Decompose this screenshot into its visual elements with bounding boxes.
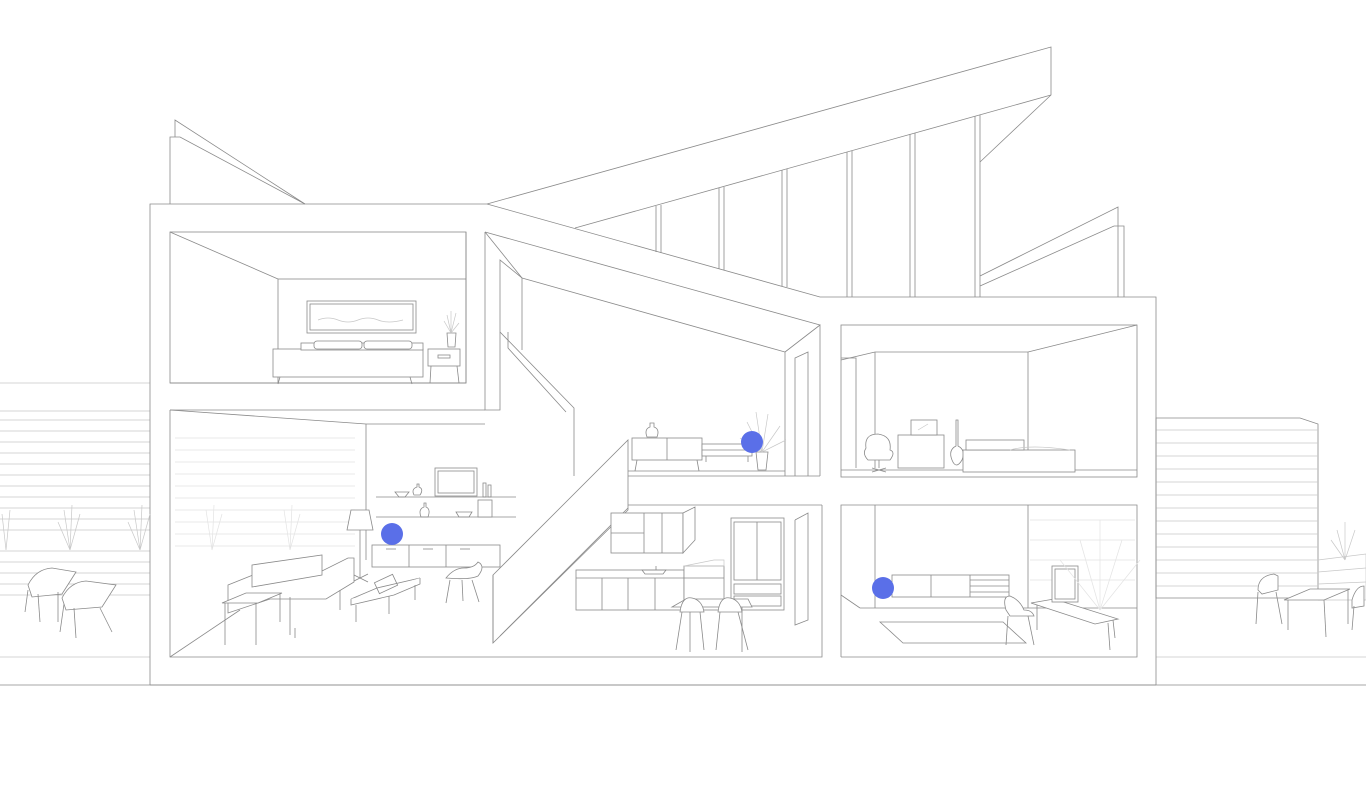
shrubs	[1, 504, 1356, 611]
house-outline	[149, 203, 1157, 686]
upper-landing	[628, 411, 820, 477]
hotspot-living-room[interactable]	[381, 523, 403, 545]
stair-core	[484, 231, 821, 644]
right-patio-set	[1255, 573, 1365, 638]
right-fence	[1155, 417, 1366, 658]
hotspot-upper-landing[interactable]	[741, 431, 763, 453]
roof	[169, 46, 1125, 297]
left-fence	[0, 382, 150, 658]
upper-left-bedroom	[169, 231, 467, 385]
left-patio-chairs	[24, 567, 117, 639]
upper-right-room	[840, 324, 1138, 478]
kitchen	[575, 504, 822, 652]
living-room	[169, 409, 823, 658]
lower-right-room	[840, 504, 1138, 658]
hotspot-lower-right-room[interactable]	[872, 577, 894, 599]
